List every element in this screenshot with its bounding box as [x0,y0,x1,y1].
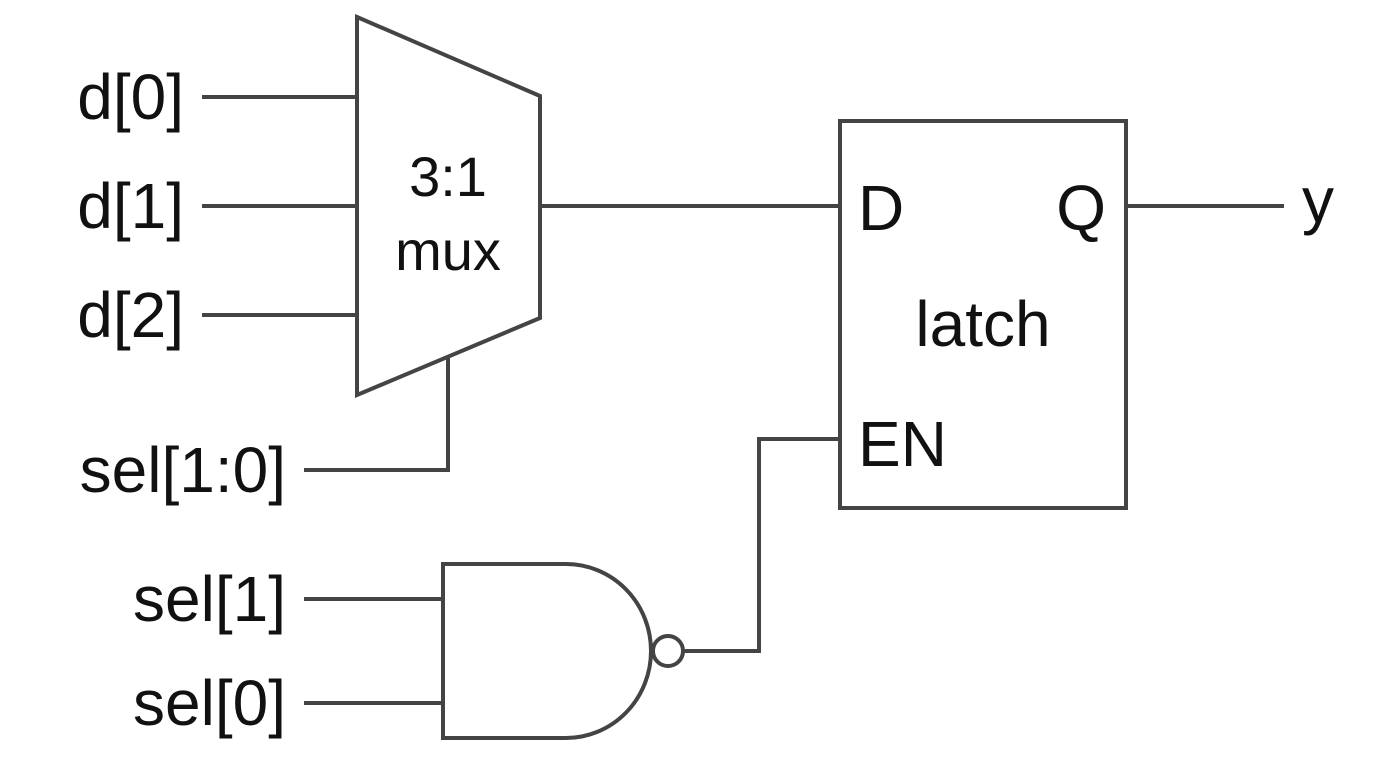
mux-label-ratio: 3:1 [409,145,487,208]
wire-sel [304,356,450,472]
latch-label: latch [915,288,1050,360]
mux-label-type: mux [395,219,501,282]
mux-block [355,13,542,399]
nand-gate-icon [441,562,685,740]
input-label-sel0: sel[0] [133,667,286,739]
input-label-d1: d[1] [77,170,184,242]
input-label-sel1: sel[1] [133,563,286,635]
latch-port-en: EN [858,408,947,480]
input-label-d2: d[2] [77,279,184,351]
latch-port-d: D [858,172,904,244]
wire-nand-to-en [684,437,840,653]
latch-block [838,119,1128,510]
input-label-d0: d[0] [77,61,184,133]
output-label-y: y [1302,164,1334,236]
latch-port-q: Q [1056,172,1106,244]
input-label-sel: sel[1:0] [80,434,286,506]
nand-gate-body [441,562,653,740]
nand-inversion-bubble [651,634,685,668]
